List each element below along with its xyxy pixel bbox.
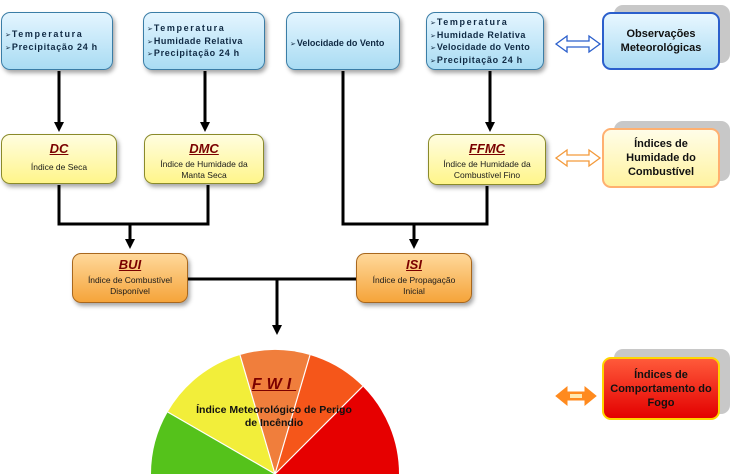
- code-box-dc: DC Índice de Seca: [1, 134, 117, 184]
- line-wind-ffmc-to-isi: [341, 71, 489, 244]
- ffmc-abbr: FFMC: [468, 141, 506, 156]
- fwi-abbr: FWI: [251, 376, 297, 393]
- obs-box-ffmc: Temperatura Humidade Relativa Velocidade…: [426, 12, 544, 70]
- isi-abbr: ISI: [406, 257, 422, 272]
- legend-fire-behaviour: Índices de Comportamento do Fogo: [602, 357, 720, 420]
- gauge-red: [275, 386, 399, 474]
- obs-dc-line: Temperatura: [5, 29, 112, 42]
- dmc-abbr: DMC: [189, 141, 219, 156]
- gauge-orange: [240, 349, 310, 474]
- obs-ffmc-line: Precipitação 24 h: [430, 55, 543, 68]
- obs-dmc-line: Precipitação 24 h: [147, 48, 264, 61]
- dc-desc: Índice de Seca: [30, 162, 88, 172]
- isi-desc: Índice de Propagação Inicial: [372, 275, 456, 296]
- obs-box-dmc: Temperatura Humidade Relativa Precipitaç…: [143, 12, 265, 70]
- legend-observations: Observações Meteorológicas: [602, 12, 720, 70]
- obs-dc-line: Precipitação 24 h: [5, 42, 112, 55]
- obs-box-wind: Velocidade do Vento: [286, 12, 400, 70]
- dmc-desc: Índice de Humidade da Manta Seca: [160, 159, 248, 180]
- legend-arrow-fire-behaviour: [555, 385, 597, 407]
- ffmc-desc: Índice de Humidade da Combustível Fino: [443, 159, 531, 180]
- code-box-ffmc: FFMC Índice de Humidade da Combustível F…: [428, 134, 546, 185]
- fwi-gauge: [151, 349, 399, 474]
- obs-box-dc: Temperatura Precipitação 24 h: [1, 12, 113, 70]
- code-box-dmc: DMC Índice de Humidade da Manta Seca: [144, 134, 264, 184]
- bui-abbr: BUI: [118, 257, 142, 272]
- obs-wind-line: Velocidade do Vento: [290, 38, 399, 51]
- index-box-isi: ISI Índice de Propagação Inicial: [356, 253, 472, 303]
- obs-dmc-line: Temperatura: [147, 23, 264, 36]
- line-dc-dmc-to-bui: [57, 185, 210, 244]
- obs-ffmc-line: Temperatura: [430, 17, 543, 30]
- legend-arrow-fuel-moisture: [554, 148, 602, 168]
- legend-arrow-observations: [554, 34, 602, 54]
- obs-ffmc-line: Velocidade do Vento: [430, 42, 543, 55]
- legend-fuel-moisture: Índices de Humidade do Combustível: [602, 128, 720, 188]
- gauge-green: [151, 412, 275, 474]
- obs-ffmc-line: Humidade Relativa: [430, 30, 543, 43]
- obs-dmc-line: Humidade Relativa: [147, 36, 264, 49]
- index-box-bui: BUI Índice de Combustível Disponível: [72, 253, 188, 303]
- fwi-desc: Índice Meteorológico de Perigo de Incênd…: [196, 404, 352, 429]
- bui-desc: Índice de Combustível Disponível: [87, 275, 173, 296]
- gauge-dark-orange: [275, 355, 363, 474]
- dc-abbr: DC: [49, 141, 69, 156]
- line-bui-isi-to-fwi: [187, 277, 357, 330]
